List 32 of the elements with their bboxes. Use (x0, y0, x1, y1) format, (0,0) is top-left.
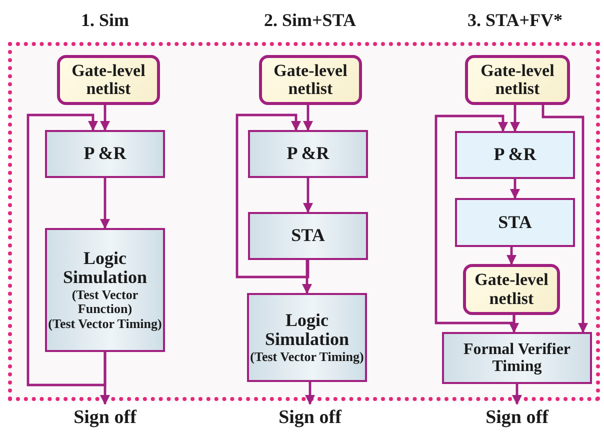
process-box: Formal Verifier Timing (442, 332, 592, 384)
netlist-box: Gate-level netlist (57, 55, 160, 105)
arrow (512, 384, 522, 405)
arrow (26, 114, 106, 386)
process-box: Logic Simulation (Test Vector Function) (Test Vector Timing) (45, 228, 165, 352)
arrow (542, 105, 588, 333)
arrow (302, 260, 312, 294)
process-box: P &R (455, 131, 575, 179)
process-box: Logic Simulation (Test Vector Timing) (247, 293, 367, 382)
arrow (510, 105, 520, 132)
arrow (303, 178, 313, 213)
column-title: 3. STA+FV* (466, 10, 564, 31)
terminal-label: Sign off (260, 404, 360, 432)
column-title: 2. Sim+STA (263, 10, 357, 31)
arrow (236, 114, 310, 278)
arrow (305, 382, 315, 405)
arrow (434, 114, 516, 324)
terminal-label: Sign off (55, 404, 155, 432)
arrow (100, 105, 110, 131)
netlist-box: Gate-level netlist (463, 264, 560, 315)
arrow (303, 105, 313, 131)
process-box: STA (248, 212, 368, 260)
arrow (506, 247, 516, 265)
column-title: 1. Sim (80, 10, 130, 31)
arrow (510, 179, 520, 199)
process-box: P &R (248, 130, 368, 178)
process-box: STA (455, 198, 575, 247)
netlist-box: Gate-level netlist (259, 55, 362, 105)
process-box: P &R (45, 130, 165, 178)
arrow (100, 178, 110, 229)
terminal-label: Sign off (467, 404, 567, 432)
netlist-box: Gate-level netlist (465, 55, 570, 105)
